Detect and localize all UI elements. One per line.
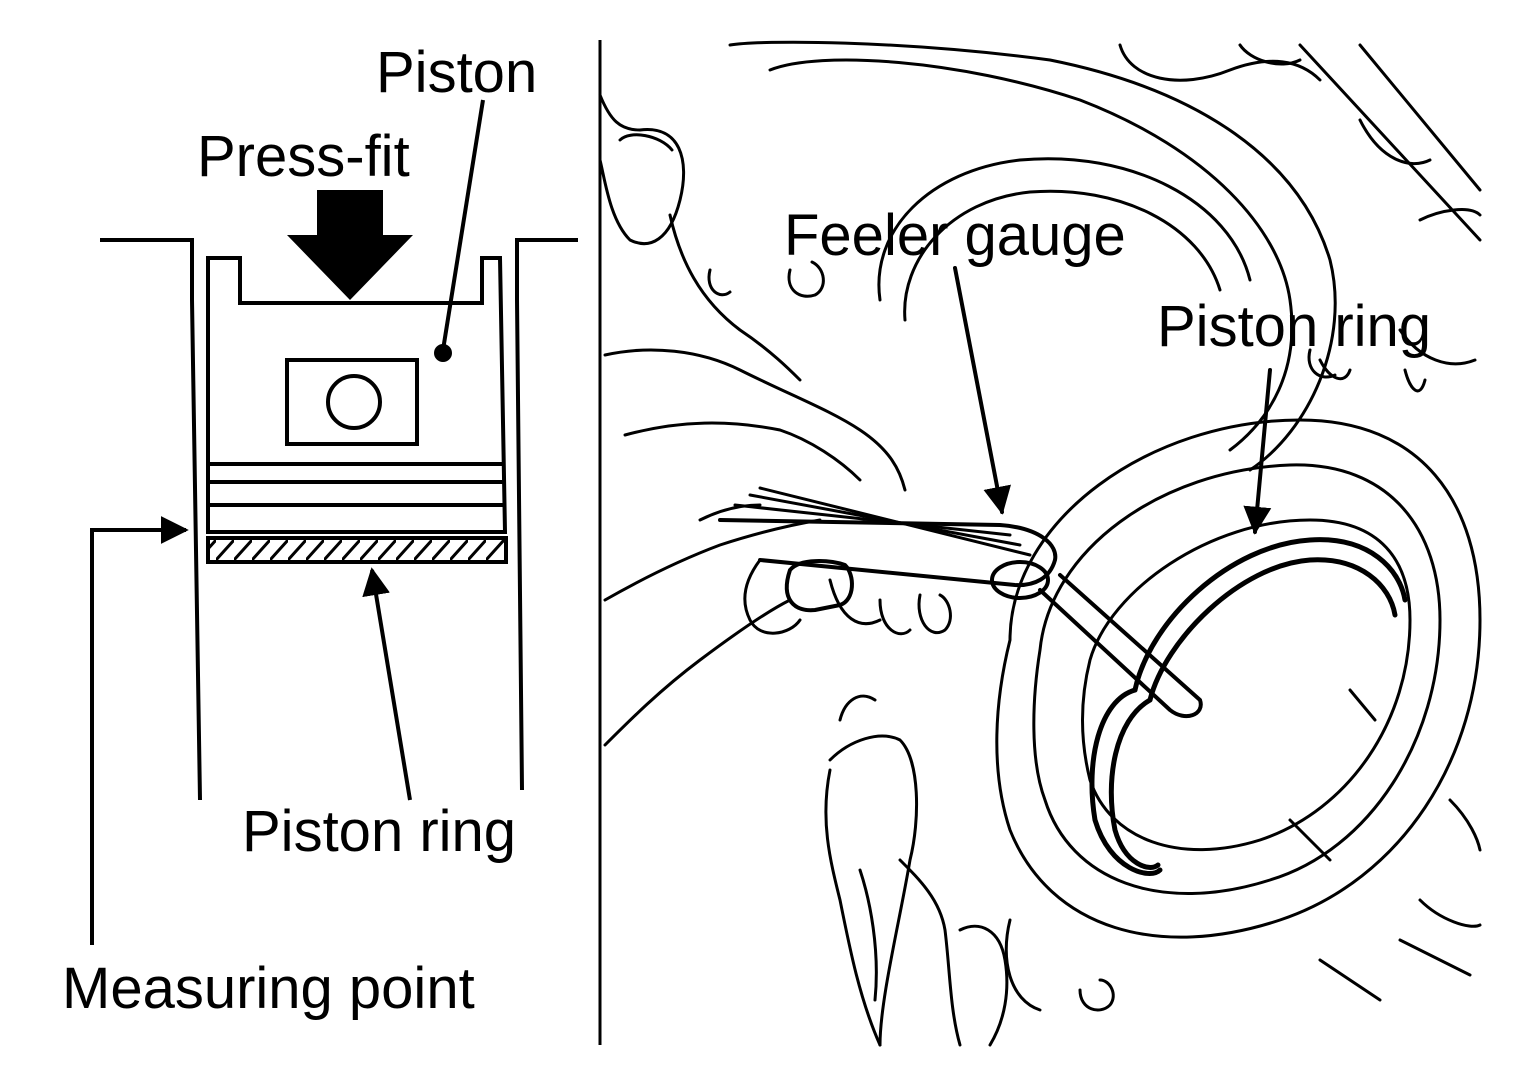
hand [603,348,907,492]
upper-bore-ring2 [903,189,1222,322]
upper-bore-inner [768,58,1294,452]
feeler-gauge-blade [1038,573,1203,719]
lower-bore-outer [995,418,1482,939]
label-piston-ring-right: Piston ring [1157,294,1431,359]
label-piston: Piston [376,40,537,105]
label-press-fit: Press-fit [197,124,410,189]
left-cross-section [90,99,578,945]
lower-bore-mid [1032,463,1442,895]
feeler-gauge-blade-stack [718,518,1058,588]
upper-bore-ring [877,157,1252,302]
label-piston-ring-left: Piston ring [242,799,516,864]
label-feeler-gauge: Feeler gauge [784,203,1126,268]
piston-leader [441,99,485,351]
upper-bore-outer [728,40,1337,472]
piston-pin [326,374,382,430]
feeler-gauge-pivot [990,560,1050,600]
cylinder-wall-left [100,238,202,801]
piston-ring-right-leader [1243,368,1272,535]
cylinder-wall-right [515,238,578,791]
piston-ring-in-bore-inner [1147,557,1398,703]
measuring-point-leader [90,516,189,945]
right-engine-illustration [598,40,1482,1047]
piston-body [206,256,508,534]
piston-ring-leader [362,567,412,801]
piston-ring-hatched [206,536,508,564]
label-measuring-point: Measuring point [62,956,475,1021]
piston-ring-in-bore [1132,537,1408,693]
piston-pin-boss [285,358,419,446]
thumb [598,93,686,246]
piston-leader-dot [434,344,452,362]
feeler-gauge-leader [953,266,1011,515]
press-fit-arrow [287,190,413,300]
